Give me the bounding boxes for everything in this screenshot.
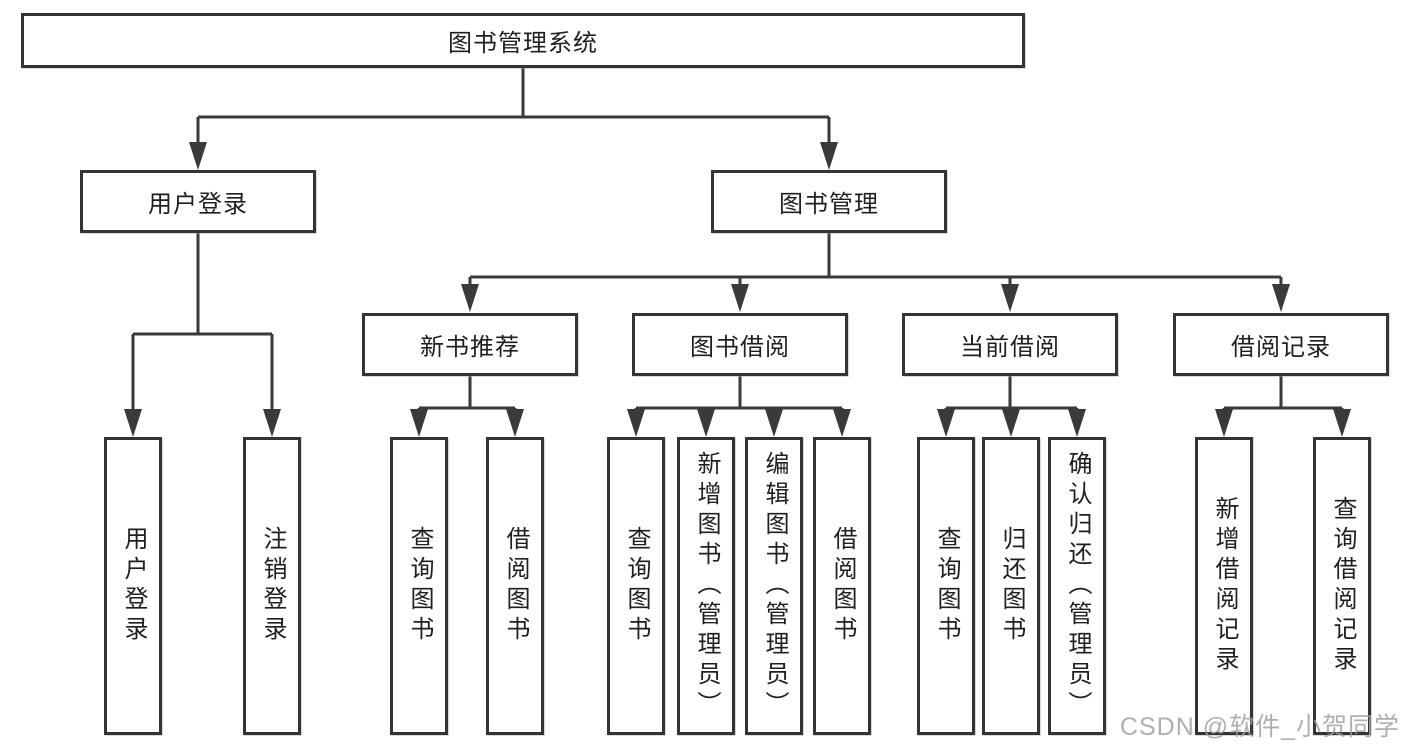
arrow-down-icon (1215, 409, 1233, 437)
edge-current-to-leaves (944, 376, 1079, 413)
leaf-borrow-books-borrowing: 借阅图书 (813, 437, 871, 735)
arrow-down-icon (263, 409, 281, 437)
leaf-logout-label: 注销登录 (259, 526, 286, 646)
leaf-user-login: 用户登录 (104, 437, 162, 735)
arrow-down-icon (820, 142, 838, 170)
edge-records-to-leaves (1222, 376, 1344, 413)
arrow-down-icon (410, 409, 428, 437)
node-book-management-label: 图书管理 (779, 191, 879, 218)
arrow-down-icon (189, 142, 207, 170)
arrow-down-icon (833, 409, 851, 437)
leaf-query-books-newbook: 查询图书 (390, 437, 448, 735)
leaf-add-book-admin: 新增图书（管理员） (677, 437, 735, 735)
edge-userlogin-to-leaves (131, 233, 274, 413)
edge-newbook-to-leaves (417, 376, 517, 413)
leaf-query-books-current: 查询图书 (917, 437, 975, 735)
arrow-down-icon (765, 409, 783, 437)
edge-borrowing-to-leaves (634, 376, 844, 413)
arrowheads (124, 142, 1351, 437)
node-user-login: 用户登录 (80, 170, 316, 233)
leaf-query-books-borrowing: 查询图书 (607, 437, 665, 735)
leaf-user-login-label: 用户登录 (120, 526, 147, 646)
node-borrow-records: 借阅记录 (1173, 313, 1389, 376)
leaf-query-borrow-record-label: 查询借阅记录 (1329, 496, 1356, 676)
arrow-down-icon (1068, 409, 1086, 437)
leaf-add-book-admin-label: 新增图书（管理员） (693, 451, 720, 721)
arrow-down-icon (124, 409, 142, 437)
leaf-confirm-return-admin: 确认归还（管理员） (1048, 437, 1106, 735)
leaf-confirm-return-admin-label: 确认归还（管理员） (1064, 451, 1091, 721)
leaf-logout: 注销登录 (243, 437, 301, 735)
node-borrow-records-label: 借阅记录 (1231, 334, 1331, 361)
leaf-borrow-books-borrowing-label: 借阅图书 (829, 526, 856, 646)
node-current-borrowing-label: 当前借阅 (960, 334, 1060, 361)
leaf-return-book: 归还图书 (982, 437, 1040, 735)
arrow-down-icon (506, 409, 524, 437)
leaf-query-books-borrowing-label: 查询图书 (623, 526, 650, 646)
node-current-borrowing: 当前借阅 (902, 313, 1118, 376)
leaf-query-books-current-label: 查询图书 (933, 526, 960, 646)
node-book-borrowing: 图书借阅 (632, 313, 848, 376)
leaf-edit-book-admin-label: 编辑图书（管理员） (761, 451, 788, 721)
leaf-add-borrow-record-label: 新增借阅记录 (1211, 496, 1238, 676)
arrow-down-icon (697, 409, 715, 437)
node-new-book-recommend-label: 新书推荐 (420, 334, 520, 361)
edge-root-to-level2 (196, 68, 831, 146)
leaf-query-books-newbook-label: 查询图书 (406, 526, 433, 646)
arrow-down-icon (461, 284, 479, 312)
node-user-login-label: 用户登录 (148, 191, 248, 218)
node-root: 图书管理系统 (21, 13, 1025, 68)
edge-bookmgmt-to-level3 (468, 233, 1283, 288)
csdn-watermark: CSDN @软件_小贺同学 (1119, 713, 1400, 741)
node-book-management: 图书管理 (711, 170, 947, 233)
arrow-down-icon (1333, 409, 1351, 437)
leaf-borrow-books-newbook-label: 借阅图书 (502, 526, 529, 646)
node-book-borrowing-label: 图书借阅 (690, 334, 790, 361)
leaf-borrow-books-newbook: 借阅图书 (486, 437, 544, 735)
arrow-down-icon (1002, 409, 1020, 437)
node-root-label: 图书管理系统 (448, 30, 598, 57)
arrow-down-icon (1272, 284, 1290, 312)
leaf-add-borrow-record: 新增借阅记录 (1195, 437, 1253, 735)
arrow-down-icon (1001, 284, 1019, 312)
arrow-down-icon (937, 409, 955, 437)
leaf-edit-book-admin: 编辑图书（管理员） (745, 437, 803, 735)
node-new-book-recommend: 新书推荐 (362, 313, 578, 376)
leaf-return-book-label: 归还图书 (998, 526, 1025, 646)
leaf-query-borrow-record: 查询借阅记录 (1313, 437, 1371, 735)
arrow-down-icon (731, 284, 749, 312)
arrow-down-icon (627, 409, 645, 437)
